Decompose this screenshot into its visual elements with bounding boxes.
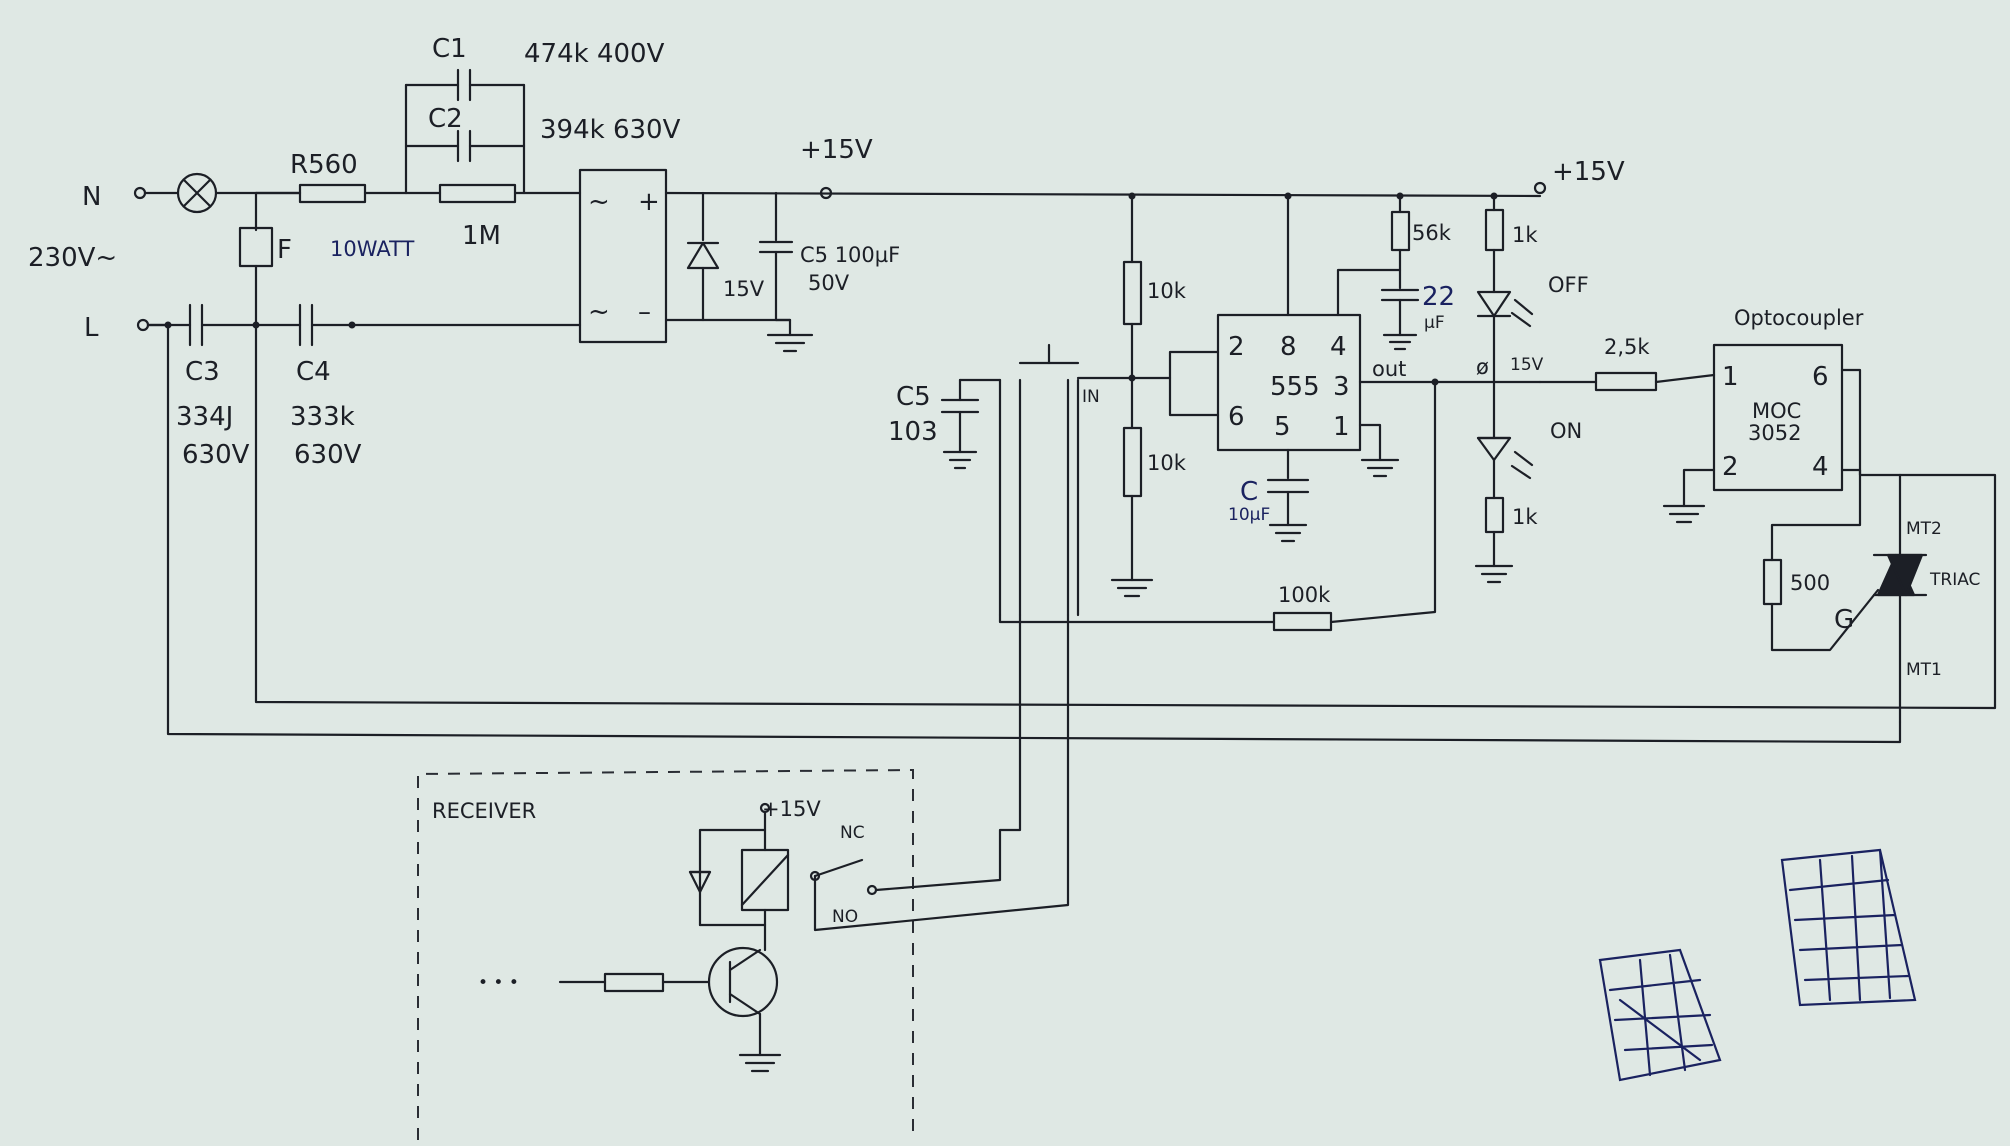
opto-pin-6: 6 xyxy=(1812,362,1829,392)
c5-cap-label: C5 100µF xyxy=(800,243,900,267)
triac: TRIAC MT2 MT1 G xyxy=(1834,473,1980,724)
node-zero-label: ø xyxy=(1476,355,1489,379)
r10k-top-label: 10k xyxy=(1147,279,1187,303)
svg-text:~: ~ xyxy=(588,187,610,217)
r1k-top-label: 1k xyxy=(1512,223,1538,247)
c4-voltage: 630V xyxy=(294,440,362,470)
neutral-label: N xyxy=(82,182,101,212)
r560-rating: 10WATT xyxy=(330,237,415,261)
in-label: IN xyxy=(1082,387,1100,407)
timer-555: 555 2 8 4 3 6 5 1 out C 10µF xyxy=(1128,192,1542,543)
supply-right-label: +15V xyxy=(1552,157,1625,187)
svg-text:+: + xyxy=(638,187,660,217)
fuse: F xyxy=(238,191,292,327)
mains-input: N 230V~ L xyxy=(28,172,302,343)
divider-10k: 10k 10k xyxy=(1076,194,1187,598)
c3-value: 334J xyxy=(176,402,233,432)
supply-left-label: +15V xyxy=(800,135,873,165)
pin-3: 3 xyxy=(1333,372,1350,402)
opto-pin-4: 4 xyxy=(1812,452,1829,482)
opto-model: MOC xyxy=(1752,399,1801,423)
pin-5: 5 xyxy=(1274,412,1291,442)
c-timer-label: C xyxy=(1240,477,1258,507)
capacitor-c5-100uf: C5 100µF 50V xyxy=(758,191,900,353)
r1m-label: 1M xyxy=(462,221,501,251)
push-button xyxy=(998,343,1080,617)
c1-label: C1 xyxy=(432,34,467,64)
pin-4: 4 xyxy=(1330,332,1347,362)
return-wire-l xyxy=(166,323,1902,744)
led-on-branch: ON 1k xyxy=(1474,380,1582,584)
pin-6: 6 xyxy=(1228,402,1245,432)
mt2-label: MT2 xyxy=(1906,519,1942,539)
return-wire-n xyxy=(254,323,1997,710)
c3-label: C3 xyxy=(185,357,220,387)
c22-value: 22 xyxy=(1422,282,1455,312)
gate-resistor-500: 500 xyxy=(1762,558,1880,652)
opto-part: 3052 xyxy=(1748,421,1801,445)
r100k-label: 100k xyxy=(1278,583,1331,607)
led-on-label: ON xyxy=(1550,419,1582,443)
led-off-branch: 1k OFF 15V ø xyxy=(1476,192,1589,384)
optocoupler: Optocoupler MOC 3052 1 6 2 4 xyxy=(1662,306,1902,562)
node-15v-label: 15V xyxy=(1510,355,1544,375)
c2-label: C2 xyxy=(428,104,463,134)
c5-103-value: 103 xyxy=(888,417,938,447)
timer-label: 555 xyxy=(1270,372,1320,402)
capacitor-bank-c1-c2: C1 474k 400V C2 394k 630V xyxy=(404,34,681,195)
r25k-label: 2,5k xyxy=(1604,335,1650,359)
receiver-input: • • • xyxy=(478,973,519,993)
c4-label: C4 xyxy=(296,357,331,387)
svg-text:–: – xyxy=(638,297,651,327)
r56k-label: 56k xyxy=(1412,221,1452,245)
mt1-label: MT1 xyxy=(1906,660,1942,680)
capacitor-c5-103: C5 103 xyxy=(888,378,1002,470)
resistor-r560: R560 10WATT xyxy=(254,150,415,261)
live-label: L xyxy=(84,313,99,343)
r1k-bot-label: 1k xyxy=(1512,505,1538,529)
opto-pin-2: 2 xyxy=(1722,452,1739,482)
resistor-1m: 1M xyxy=(404,183,582,251)
supply-rail xyxy=(664,191,1542,198)
c1-value: 474k 400V xyxy=(524,39,665,69)
receiver-label: RECEIVER xyxy=(432,799,536,823)
fuse-label: F xyxy=(277,235,292,265)
pin-1: 1 xyxy=(1333,412,1350,442)
receiver-supply: +15V xyxy=(762,797,821,821)
c22-unit: µF xyxy=(1424,313,1445,333)
svg-text:~: ~ xyxy=(588,297,610,327)
capacitor-bank-c3-c4: C3 334J 630V C4 333k 630V xyxy=(146,303,582,470)
opto-title: Optocoupler xyxy=(1734,306,1864,330)
triac-label: TRIAC xyxy=(1929,570,1980,590)
c4-value: 333k xyxy=(290,402,355,432)
timing-network: 56k 22 µF xyxy=(1380,192,1455,351)
r560-label: R560 xyxy=(290,150,358,180)
c5-103-label: C5 xyxy=(896,382,931,412)
receiver-block: RECEIVER +15V • • • NC NO xyxy=(417,613,1070,1140)
bridge-rectifier: ~ + ~ – xyxy=(578,168,668,344)
c2-value: 394k 630V xyxy=(540,115,681,145)
resistor-100k: 100k xyxy=(998,378,1439,632)
out-label: out xyxy=(1372,357,1406,381)
c3-voltage: 630V xyxy=(182,440,250,470)
c5-cap-voltage: 50V xyxy=(808,271,850,295)
zener-diode: 15V xyxy=(686,191,765,322)
scribble-marks xyxy=(1598,848,1917,1082)
opto-pin-1: 1 xyxy=(1722,362,1739,392)
led-off-label: OFF xyxy=(1548,273,1589,297)
zener-label: 15V xyxy=(723,277,765,301)
lamp-icon xyxy=(176,172,218,214)
mains-voltage-label: 230V~ xyxy=(28,243,117,273)
nc-label: NC xyxy=(840,823,865,843)
resistor-2-5k: 2,5k xyxy=(1538,335,1716,392)
r500-label: 500 xyxy=(1790,571,1830,595)
r10k-bot-label: 10k xyxy=(1147,451,1187,475)
pin-2: 2 xyxy=(1228,332,1245,362)
c-timer-value: 10µF xyxy=(1228,505,1270,525)
gate-label: G xyxy=(1834,605,1854,635)
no-label: NO xyxy=(832,907,858,927)
pin-8: 8 xyxy=(1280,332,1297,362)
